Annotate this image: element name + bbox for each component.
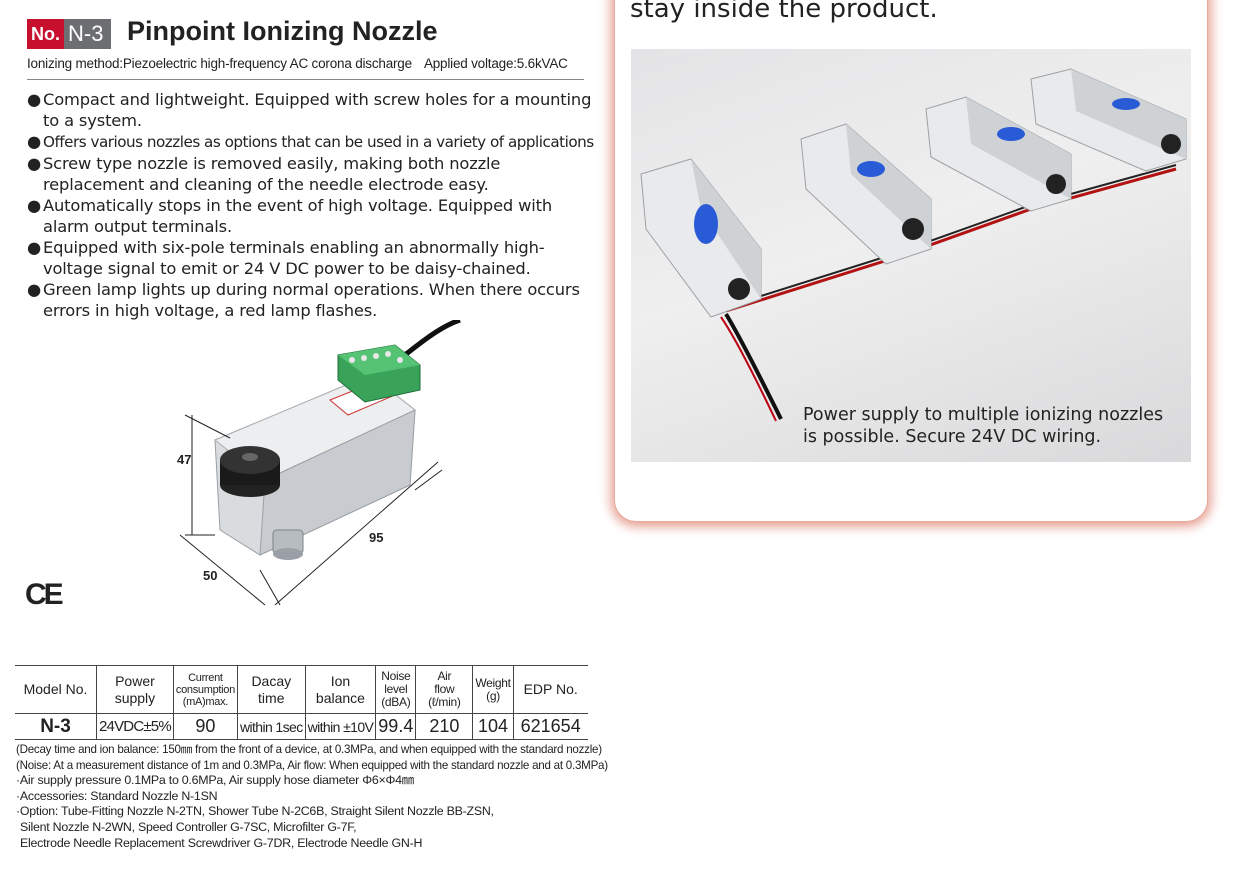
cell-weight: 104 [472, 713, 514, 740]
spec-notes: (Decay time and ion balance: 150㎜ from t… [16, 742, 608, 851]
bullet-icon: ● [27, 238, 42, 257]
bullet-icon: ● [27, 280, 42, 299]
cell-decay: within 1sec [237, 713, 306, 740]
dimension-height: 47 [177, 452, 192, 467]
note-line: Electrode Needle Replacement Screwdriver… [20, 835, 423, 850]
bullet-icon: ● [27, 132, 42, 151]
ionizing-method: Ionizing method:Piezoelectric high-frequ… [27, 56, 412, 71]
dimension-length: 95 [369, 530, 384, 545]
cell-current: 90 [173, 713, 238, 740]
page-title: Pinpoint Ionizing Nozzle [127, 16, 438, 46]
model-code: N-3 [64, 19, 112, 49]
bullet-icon: ● [27, 154, 42, 173]
cell-air-flow: 210 [415, 713, 474, 740]
ionizer-unit-4 [1030, 68, 1187, 172]
note-line: Silent Nozzle N-2WN, Speed Controller G-… [20, 819, 357, 834]
col-edp-no: EDP No. [523, 681, 578, 697]
feature-list: ●Compact and lightweight. Equipped with … [27, 89, 597, 321]
note-line: (Noise: At a measurement distance of 1m … [16, 758, 608, 772]
ce-mark: CE [25, 578, 64, 611]
col-weight: Weight(g) [472, 665, 514, 714]
ionizer-unit-3 [925, 96, 1072, 212]
photo-caption: Power supply to multiple ionizing nozzle… [803, 405, 1164, 447]
dimension-width: 50 [203, 568, 218, 583]
feature-item: ●Screw type nozzle is removed easily, ma… [27, 154, 501, 194]
note-line: ·Air supply pressure 0.1MPa to 0.6MPa, A… [16, 773, 414, 788]
feature-item: ●Offers various nozzles as options that … [27, 132, 594, 151]
note-line: ·Accessories: Standard Nozzle N-1SN [16, 788, 218, 803]
daisy-chain-illustration [640, 68, 1187, 422]
feature-item: ●Green lamp lights up during normal oper… [27, 280, 580, 320]
header-divider [27, 79, 584, 80]
ionizer-unit-2 [800, 123, 932, 265]
bullet-icon: ● [27, 196, 42, 215]
ionizer-unit-1 [640, 158, 762, 318]
feature-item: ●Automatically stops in the event of hig… [27, 196, 553, 236]
nozzle-product-drawing [179, 320, 461, 606]
col-model-no: Model No. [15, 665, 97, 714]
daisy-chain-photo [631, 49, 1191, 462]
applied-voltage: Applied voltage:5.6kVAC [423, 56, 568, 71]
note-line: ·Option: Tube-Fitting Nozzle N-2TN, Show… [16, 804, 494, 819]
cell-power: 24VDC±5% [96, 713, 174, 740]
table-row: N-3 24VDC±5% 90 within 1sec within ±10V … [15, 713, 588, 740]
no-label: No. [27, 19, 64, 49]
feature-item: ●Compact and lightweight. Equipped with … [27, 90, 592, 130]
cell-noise: 99.4 [375, 713, 417, 740]
method-line: Ionizing method:Piezoelectric high-frequ… [27, 56, 568, 71]
feature-item: ●Equipped with six-pole terminals enabli… [27, 238, 545, 278]
cell-ion-balance: within ±10V [305, 713, 377, 740]
model-badge: No. N-3 [27, 19, 112, 49]
cell-edp: 621654 [520, 716, 581, 736]
note-line: (Decay time and ion balance: 150㎜ from t… [16, 743, 602, 756]
panel-heading: stay inside the product. [630, 0, 938, 24]
bullet-icon: ● [27, 90, 42, 109]
cell-model: N-3 [15, 713, 97, 740]
